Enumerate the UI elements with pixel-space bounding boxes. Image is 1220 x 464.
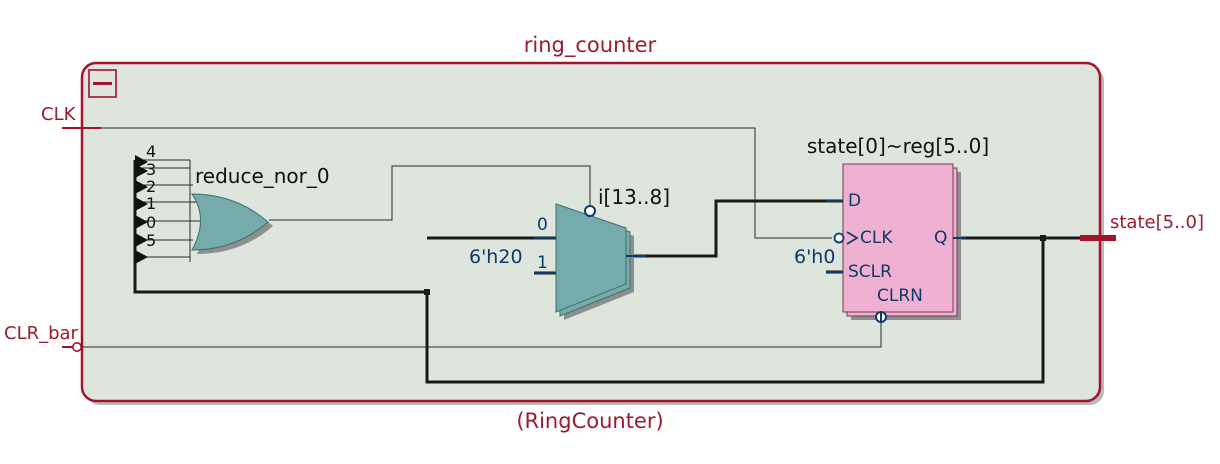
- bus-bit-label: 3: [146, 160, 156, 179]
- mux-in1-label: 1: [537, 253, 548, 273]
- gate-name-label: reduce_nor_0: [195, 164, 330, 188]
- ripper-arrow-icon: [135, 155, 148, 169]
- port-state-out-label: state[5..0]: [1110, 212, 1204, 233]
- bus-bit-label: 0: [146, 213, 156, 232]
- mux-const-label: 6'h20: [469, 246, 523, 268]
- ripper-arrow-icon: [135, 250, 148, 264]
- register-pin-q: Q: [934, 228, 947, 248]
- clock-edge-icon: [846, 231, 859, 245]
- port-clr-bar-label: CLR_bar: [4, 323, 79, 344]
- mux[interactable]: [555, 203, 634, 320]
- bus-q-loop: [425, 238, 1045, 384]
- bus-mux-to-d: [626, 199, 843, 258]
- port-state-out[interactable]: state[5..0]: [1080, 212, 1204, 241]
- pin-stubs: [534, 200, 966, 274]
- port-clk-label: CLK: [41, 104, 77, 125]
- thin-wires: [81, 127, 882, 348]
- bus-bit-label: 1: [146, 194, 156, 213]
- port-clk[interactable]: CLK: [41, 104, 101, 129]
- mux-in0-label: 0: [537, 215, 548, 235]
- wire-nor-to-mux-select: [269, 165, 591, 221]
- state-register[interactable]: [842, 163, 961, 320]
- reduce-nor-gate[interactable]: [191, 193, 273, 254]
- collapse-button[interactable]: [88, 69, 117, 98]
- bus-bit-label: 4: [146, 142, 156, 161]
- bus-ripper: [135, 155, 148, 264]
- inversion-bubble-icon: [72, 341, 83, 352]
- module-instance-title: ring_counter: [524, 33, 657, 58]
- clock-inversion-icon: [833, 232, 845, 244]
- junction-dot: [1040, 235, 1046, 241]
- register-pin-clrn: CLRN: [877, 286, 923, 306]
- ripper-arrow-icon: [135, 233, 148, 247]
- mux-select-bubble-icon: [584, 205, 596, 217]
- bus-bit-label: 2: [146, 177, 156, 196]
- register-name-label: state[0]~reg[5..0]: [807, 134, 989, 158]
- register-icon: [842, 163, 954, 313]
- junction-dot: [424, 289, 430, 295]
- register-pin-sclr: SCLR: [848, 262, 892, 282]
- ripper-arrow-icon: [135, 164, 148, 178]
- bus-bit-label: 5: [146, 231, 156, 250]
- ripper-arrow-icon: [135, 215, 148, 229]
- register-pin-d: D: [848, 191, 861, 211]
- wire-clk: [101, 127, 832, 239]
- or-gate-icon: [191, 193, 269, 251]
- ripper-arrow-icon: [135, 180, 148, 194]
- mux-icon: [555, 203, 627, 313]
- port-clr-bar[interactable]: CLR_bar: [4, 323, 83, 352]
- wire-clr: [81, 323, 882, 348]
- sclr-const-label: 6'h0: [794, 246, 835, 268]
- clock-pin-marker: [833, 231, 859, 245]
- ripper-arrow-icon: [135, 197, 148, 211]
- mux-name-label: i[13..8]: [598, 185, 670, 209]
- module-entity-title: (RingCounter): [516, 409, 663, 433]
- register-pin-clk: CLK: [860, 228, 893, 248]
